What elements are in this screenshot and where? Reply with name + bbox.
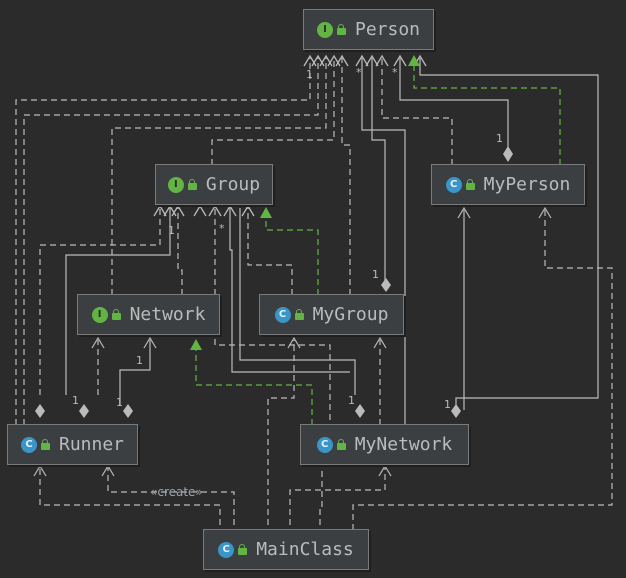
edge-mynetwork-group: [214, 208, 331, 420]
mult-label: 1: [168, 224, 175, 237]
arrowheads-person: [303, 54, 427, 67]
mult-label: 1: [372, 268, 379, 281]
public-visibility-icon: [40, 438, 50, 451]
edge-runner-group: [39, 208, 161, 395]
node-person[interactable]: I Person: [303, 9, 434, 50]
node-label: Person: [354, 19, 421, 40]
node-label: MainClass: [256, 539, 354, 560]
edges-to-network: [91, 336, 157, 405]
edges-to-classes: [33, 206, 613, 530]
edge-mainclass-mynetwork-1: [289, 468, 386, 525]
node-label: MyGroup: [312, 304, 389, 325]
create-stereotype-label: «create»: [150, 485, 203, 499]
edges-to-group: [39, 208, 331, 420]
interface-icon: I: [91, 306, 108, 323]
edge-mainclass-mynetwork-2: [319, 470, 323, 525]
mult-label: *: [356, 66, 362, 79]
edge-mainclass-mygroup: [267, 340, 295, 525]
edge-runner-group-assoc: [65, 208, 171, 395]
edge-mygroup-group: [247, 208, 293, 295]
edge-runner-person-2: [23, 58, 319, 425]
mult-label: 1: [72, 394, 79, 407]
edge-network-group-1: [177, 208, 183, 295]
edge-mygroup-person: [341, 58, 351, 295]
edge-group-person: [211, 58, 335, 165]
node-runner[interactable]: C Runner: [7, 424, 138, 465]
realization-myperson-person: [413, 62, 561, 165]
edge-mynetwork-group-assoc: [239, 208, 356, 395]
node-mygroup[interactable]: C MyGroup: [259, 294, 404, 335]
mult-label: 1: [306, 68, 313, 81]
edge-mynetwork-person-assoc: [361, 58, 406, 425]
interface-icon: I: [316, 21, 333, 38]
realization-mygroup-group: [265, 214, 319, 295]
class-icon: C: [20, 436, 37, 453]
node-myperson[interactable]: C MyPerson: [431, 164, 585, 205]
edge-mainclass-runner-1: [39, 468, 221, 525]
public-visibility-icon: [238, 543, 248, 556]
mult-label: 1: [444, 398, 451, 411]
aggregation-diamonds: [35, 146, 513, 418]
public-visibility-icon: [111, 308, 121, 321]
solid-edges-to-group: [65, 208, 356, 395]
class-icon: C: [316, 436, 333, 453]
edge-mainclass-myperson: [352, 210, 613, 530]
edge-runner-network-2: [119, 340, 151, 405]
edge-runner-person-1: [15, 58, 311, 425]
public-visibility-icon: [294, 308, 304, 321]
edge-myperson-person: [381, 58, 453, 165]
mult-label: 1: [348, 394, 355, 407]
realization-head-group: [260, 207, 272, 218]
edge-mynetwork-group-assoc-2: [229, 208, 350, 373]
arrowheads-group: [153, 204, 255, 217]
node-group[interactable]: I Group: [155, 164, 273, 205]
node-network[interactable]: I Network: [77, 294, 220, 335]
class-icon: C: [445, 176, 462, 193]
mult-label: *: [219, 222, 225, 235]
realization-mynetwork-network: [195, 346, 313, 425]
public-visibility-icon: [336, 23, 346, 36]
node-label: MyNetwork: [354, 434, 453, 455]
edge-mygroup-person-assoc: [371, 58, 386, 290]
edge-network-person: [111, 58, 327, 295]
realization-head-network: [190, 339, 202, 350]
node-label: Group: [205, 174, 261, 195]
node-label: MyPerson: [483, 174, 571, 195]
solid-edges-to-person: [361, 58, 599, 425]
edge-mainclass-runner-create: [107, 468, 235, 525]
node-mainclass[interactable]: C MainClass: [203, 529, 369, 570]
mult-label: 1: [496, 132, 503, 145]
edge-myperson-person-assoc: [399, 58, 509, 155]
class-icon: C: [274, 306, 291, 323]
mult-label: 1: [116, 396, 123, 409]
interface-icon: I: [167, 176, 184, 193]
node-label: Runner: [58, 434, 125, 455]
mult-label: 1: [136, 354, 143, 367]
public-visibility-icon: [336, 438, 346, 451]
edge-mynetwork-person-right: [419, 58, 599, 410]
public-visibility-icon: [187, 178, 197, 191]
public-visibility-icon: [465, 178, 475, 191]
edges-to-person: [15, 58, 453, 425]
node-mynetwork[interactable]: C MyNetwork: [300, 424, 469, 465]
main-class-icon: C: [218, 541, 235, 558]
realization-head-person: [408, 55, 420, 66]
mult-label: *: [392, 66, 398, 79]
node-label: Network: [129, 304, 206, 325]
